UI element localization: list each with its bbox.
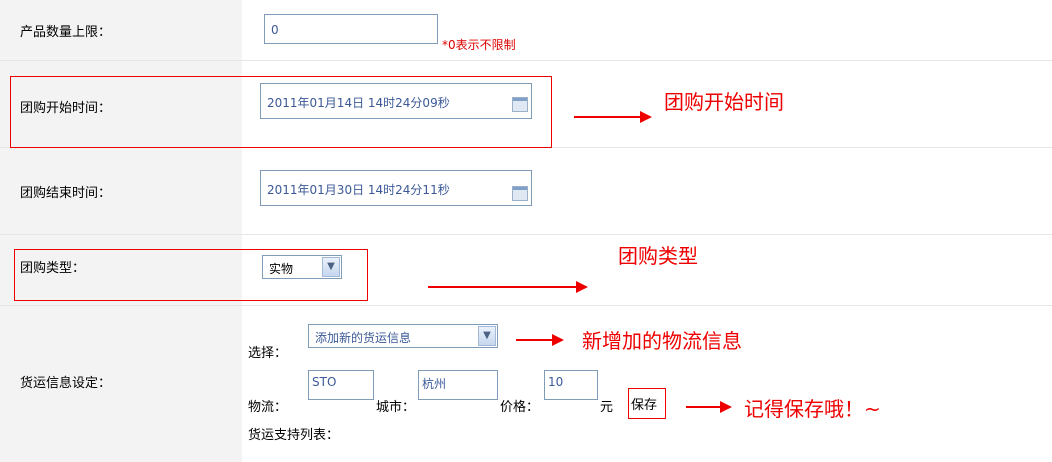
chevron-down-icon[interactable]: ▼ — [478, 326, 496, 346]
shipping-list-label: 货运支持列表： — [248, 428, 340, 443]
deal-type-label: 团购类型： — [20, 261, 86, 276]
label-cell: 团购开始时间： — [0, 61, 242, 147]
calendar-icon[interactable] — [512, 186, 528, 201]
label-cell: 团购结束时间： — [0, 148, 242, 234]
carrier-input[interactable]: STO — [308, 370, 374, 400]
end-time-label: 团购结束时间： — [20, 186, 112, 201]
value-cell: 实物 ▼ — [242, 235, 1052, 305]
save-button[interactable]: 保存 — [628, 388, 666, 419]
chevron-down-icon[interactable]: ▼ — [322, 257, 340, 277]
price-input[interactable]: 10 — [544, 370, 598, 400]
value-cell: 2011年01月14日 14时24分09秒 — [242, 61, 1052, 147]
price-label: 价格： — [500, 400, 540, 415]
carrier-label: 物流： — [248, 400, 288, 415]
calendar-icon[interactable] — [512, 97, 528, 112]
row-end-time: 团购结束时间： 2011年01月30日 14时24分11秒 — [0, 148, 1052, 235]
arrow-icon — [686, 401, 732, 413]
annotation-save: 记得保存哦！~ — [744, 397, 881, 421]
arrow-icon — [574, 111, 652, 123]
row-shipping: 货运信息设定： 选择： 添加新的货运信息 ▼ 物流： STO 城市： 杭州 价格… — [0, 306, 1052, 462]
deal-type-select[interactable]: 实物 ▼ — [262, 255, 342, 279]
label-cell: 产品数量上限： — [0, 0, 242, 60]
shipping-select[interactable]: 添加新的货运信息 ▼ — [308, 324, 498, 348]
annotation-start-time: 团购开始时间 — [664, 90, 784, 114]
arrow-icon — [428, 281, 588, 293]
value-cell: 0 *0表示不限制 — [242, 0, 1052, 60]
label-cell: 货运信息设定： — [0, 306, 242, 462]
value-cell: 2011年01月30日 14时24分11秒 — [242, 148, 1052, 234]
unit-label: 元 — [600, 400, 614, 415]
select-label: 选择： — [248, 346, 288, 361]
end-time-input[interactable]: 2011年01月30日 14时24分11秒 — [260, 170, 532, 206]
start-time-highlight — [10, 76, 552, 148]
city-label: 城市： — [376, 400, 416, 415]
city-input[interactable]: 杭州 — [418, 370, 498, 400]
qty-limit-input[interactable]: 0 — [264, 14, 438, 44]
start-time-input[interactable]: 2011年01月14日 14时24分09秒 — [260, 83, 532, 119]
shipping-label: 货运信息设定： — [20, 376, 112, 391]
row-start-time: 团购开始时间： 2011年01月14日 14时24分09秒 — [0, 61, 1052, 148]
start-time-label: 团购开始时间： — [20, 101, 112, 116]
label-cell: 团购类型： — [0, 235, 242, 305]
annotation-shipping: 新增加的物流信息 — [582, 329, 742, 353]
shipping-select-value: 添加新的货运信息 — [315, 331, 412, 345]
annotation-deal-type: 团购类型 — [618, 244, 698, 268]
deal-type-highlight — [14, 249, 368, 301]
row-deal-type: 团购类型： 实物 ▼ — [0, 235, 1052, 306]
arrow-icon — [516, 334, 564, 346]
deal-type-selected: 实物 — [269, 262, 294, 276]
qty-limit-hint: *0表示不限制 — [442, 38, 516, 52]
value-cell: 选择： 添加新的货运信息 ▼ 物流： STO 城市： 杭州 价格： 10 元 保… — [242, 306, 1052, 462]
row-qty-limit: 产品数量上限： 0 *0表示不限制 — [0, 0, 1052, 61]
qty-limit-label: 产品数量上限： — [20, 25, 112, 40]
